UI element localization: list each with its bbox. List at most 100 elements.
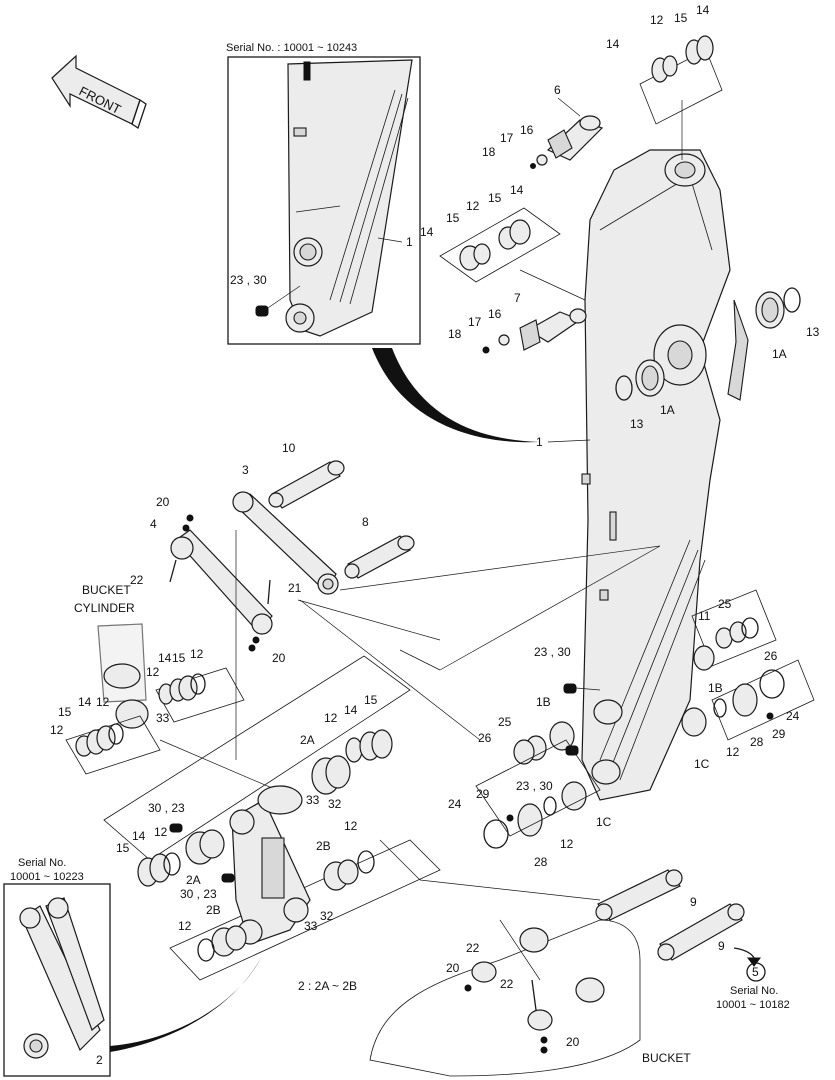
bucket-cylinder: BUCKET CYLINDER [74, 583, 149, 729]
bucket-label: BUCKET [642, 1051, 691, 1065]
label-12: 12 [466, 199, 480, 213]
serial-right-2: 10001 ~ 10182 [716, 999, 790, 1011]
label-2B: 2B [316, 839, 331, 853]
label-9: 9 [690, 895, 697, 909]
label-1B: 1B [708, 681, 723, 695]
label-30-23: 30 , 23 [180, 887, 217, 901]
bushing-1A-group: 1A 13 1A 13 [615, 287, 820, 431]
label-24: 24 [786, 709, 800, 723]
label-4: 4 [150, 517, 157, 531]
label-32: 32 [320, 909, 334, 923]
link-note: 2 : 2A ~ 2B [298, 979, 357, 993]
pins-9: 9 9 [595, 869, 761, 967]
guide-lines [159, 530, 661, 981]
label-1: 1 [406, 235, 413, 249]
label-1A: 1A [660, 403, 675, 417]
label-33: 33 [306, 793, 320, 807]
label-15: 15 [674, 11, 688, 25]
main-arm: 1 [536, 149, 749, 801]
label-15: 15 [116, 841, 130, 855]
label-14: 14 [344, 703, 358, 717]
label-9: 9 [718, 939, 725, 953]
bucket: 22 20 22 20 BUCKET [369, 919, 691, 1077]
pin-6: 6 16 17 18 [482, 83, 604, 169]
group-center-lower: 23 , 30 1B 25 26 23 , 30 29 24 28 12 1C [448, 645, 612, 869]
label-12: 12 [726, 745, 740, 759]
label-24: 24 [448, 797, 462, 811]
link-4: 4 20 22 21 20 [130, 495, 302, 665]
label-12: 12 [650, 13, 664, 27]
label-16: 16 [520, 123, 534, 137]
inset-left-pointer [110, 956, 262, 1052]
label-14: 14 [606, 37, 620, 51]
label-16: 16 [488, 307, 502, 321]
label-22: 22 [500, 977, 514, 991]
label-10: 10 [282, 441, 296, 455]
inset-pointer [372, 348, 540, 443]
label-12: 12 [190, 647, 204, 661]
label-29: 29 [772, 727, 786, 741]
label-14: 14 [158, 651, 172, 665]
label-20: 20 [272, 651, 286, 665]
inset-top: Serial No. : 10001 ~ 10243 23 , 30 1 [226, 42, 421, 345]
label-17: 17 [500, 131, 514, 145]
label-15: 15 [488, 191, 502, 205]
label-17: 17 [468, 315, 482, 329]
label-14: 14 [420, 225, 434, 239]
link-3: 3 [232, 463, 339, 595]
group-mid-left: 14 15 12 15 14 [420, 183, 586, 301]
label-12: 12 [178, 919, 192, 933]
label-22: 22 [130, 573, 144, 587]
pin-10: 10 [268, 441, 345, 509]
label-25: 25 [718, 597, 732, 611]
label-15: 15 [58, 705, 72, 719]
label-14: 14 [78, 695, 92, 709]
label-1C: 1C [596, 815, 612, 829]
label-7: 7 [514, 291, 521, 305]
label-26: 26 [764, 649, 778, 663]
serial-marker: 5 [752, 965, 759, 979]
bucket-cylinder-label-2: CYLINDER [74, 601, 135, 615]
label-26: 26 [478, 731, 492, 745]
label-20: 20 [566, 1035, 580, 1049]
label-33: 33 [156, 711, 170, 725]
label-13: 13 [806, 325, 820, 339]
label-8: 8 [362, 515, 369, 529]
label-20: 20 [156, 495, 170, 509]
group-top-right: 14 12 15 14 [606, 3, 723, 160]
label-12: 12 [146, 665, 160, 679]
label-12: 12 [154, 825, 168, 839]
label-1A: 1A [772, 347, 787, 361]
label-23-30: 23 , 30 [516, 779, 553, 793]
label-13: 13 [630, 417, 644, 431]
serial-right-1: Serial No. [730, 985, 778, 997]
label-12: 12 [560, 837, 574, 851]
label-23-30: 23 , 30 [230, 273, 267, 287]
serial-left-2: 10001 ~ 10223 [10, 871, 84, 883]
label-2A: 2A [300, 733, 315, 747]
label-1B: 1B [536, 695, 551, 709]
label-25: 25 [498, 715, 512, 729]
label-23-30: 23 , 30 [534, 645, 571, 659]
label-3: 3 [242, 463, 249, 477]
front-arrow: FRONT [51, 54, 147, 130]
label-1-main: 1 [536, 435, 543, 449]
group-left-lower: 12 15 14 12 33 [50, 695, 170, 775]
label-11: 11 [698, 609, 711, 623]
label-14: 14 [510, 183, 524, 197]
label-2B: 2B [206, 903, 221, 917]
label-15: 15 [446, 211, 460, 225]
serial-top: Serial No. : 10001 ~ 10243 [226, 42, 357, 54]
group-right-lower: 11 25 26 1B 1C 12 28 24 29 [681, 589, 815, 771]
label-18: 18 [448, 327, 462, 341]
group-left-upper: 12 14 15 12 [146, 647, 245, 723]
label-2: 2 [96, 1053, 103, 1067]
label-14: 14 [132, 829, 146, 843]
label-12: 12 [96, 695, 110, 709]
label-12: 12 [324, 711, 338, 725]
label-20: 20 [446, 961, 460, 975]
bucket-cylinder-label-1: BUCKET [82, 583, 131, 597]
label-12: 12 [344, 819, 358, 833]
label-2A: 2A [186, 873, 201, 887]
